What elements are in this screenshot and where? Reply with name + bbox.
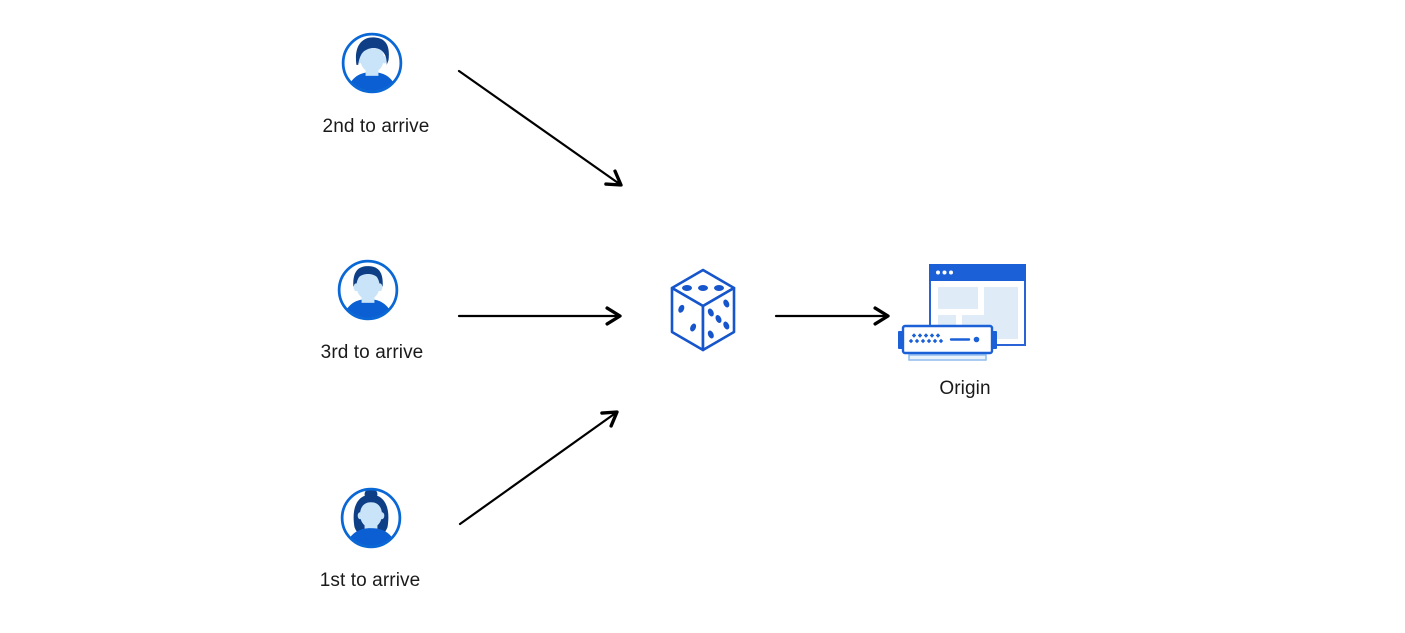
male-avatar-icon xyxy=(341,32,403,94)
arrow-visitor1-to-dice xyxy=(458,410,619,526)
visitor3-label: 3rd to arrive xyxy=(320,342,424,363)
male-avatar-icon xyxy=(337,259,399,321)
dice-icon xyxy=(670,268,736,352)
browser-and-server-icon xyxy=(898,264,1026,361)
server-icon xyxy=(898,324,997,361)
origin-label: Origin xyxy=(939,378,991,399)
female-avatar-icon xyxy=(340,487,402,549)
visitor2-label: 2nd to arrive xyxy=(322,116,430,137)
visitor1-label: 1st to arrive xyxy=(319,570,421,591)
server-vent-diamonds xyxy=(908,333,944,344)
arrow-visitor2-to-dice xyxy=(457,69,623,187)
